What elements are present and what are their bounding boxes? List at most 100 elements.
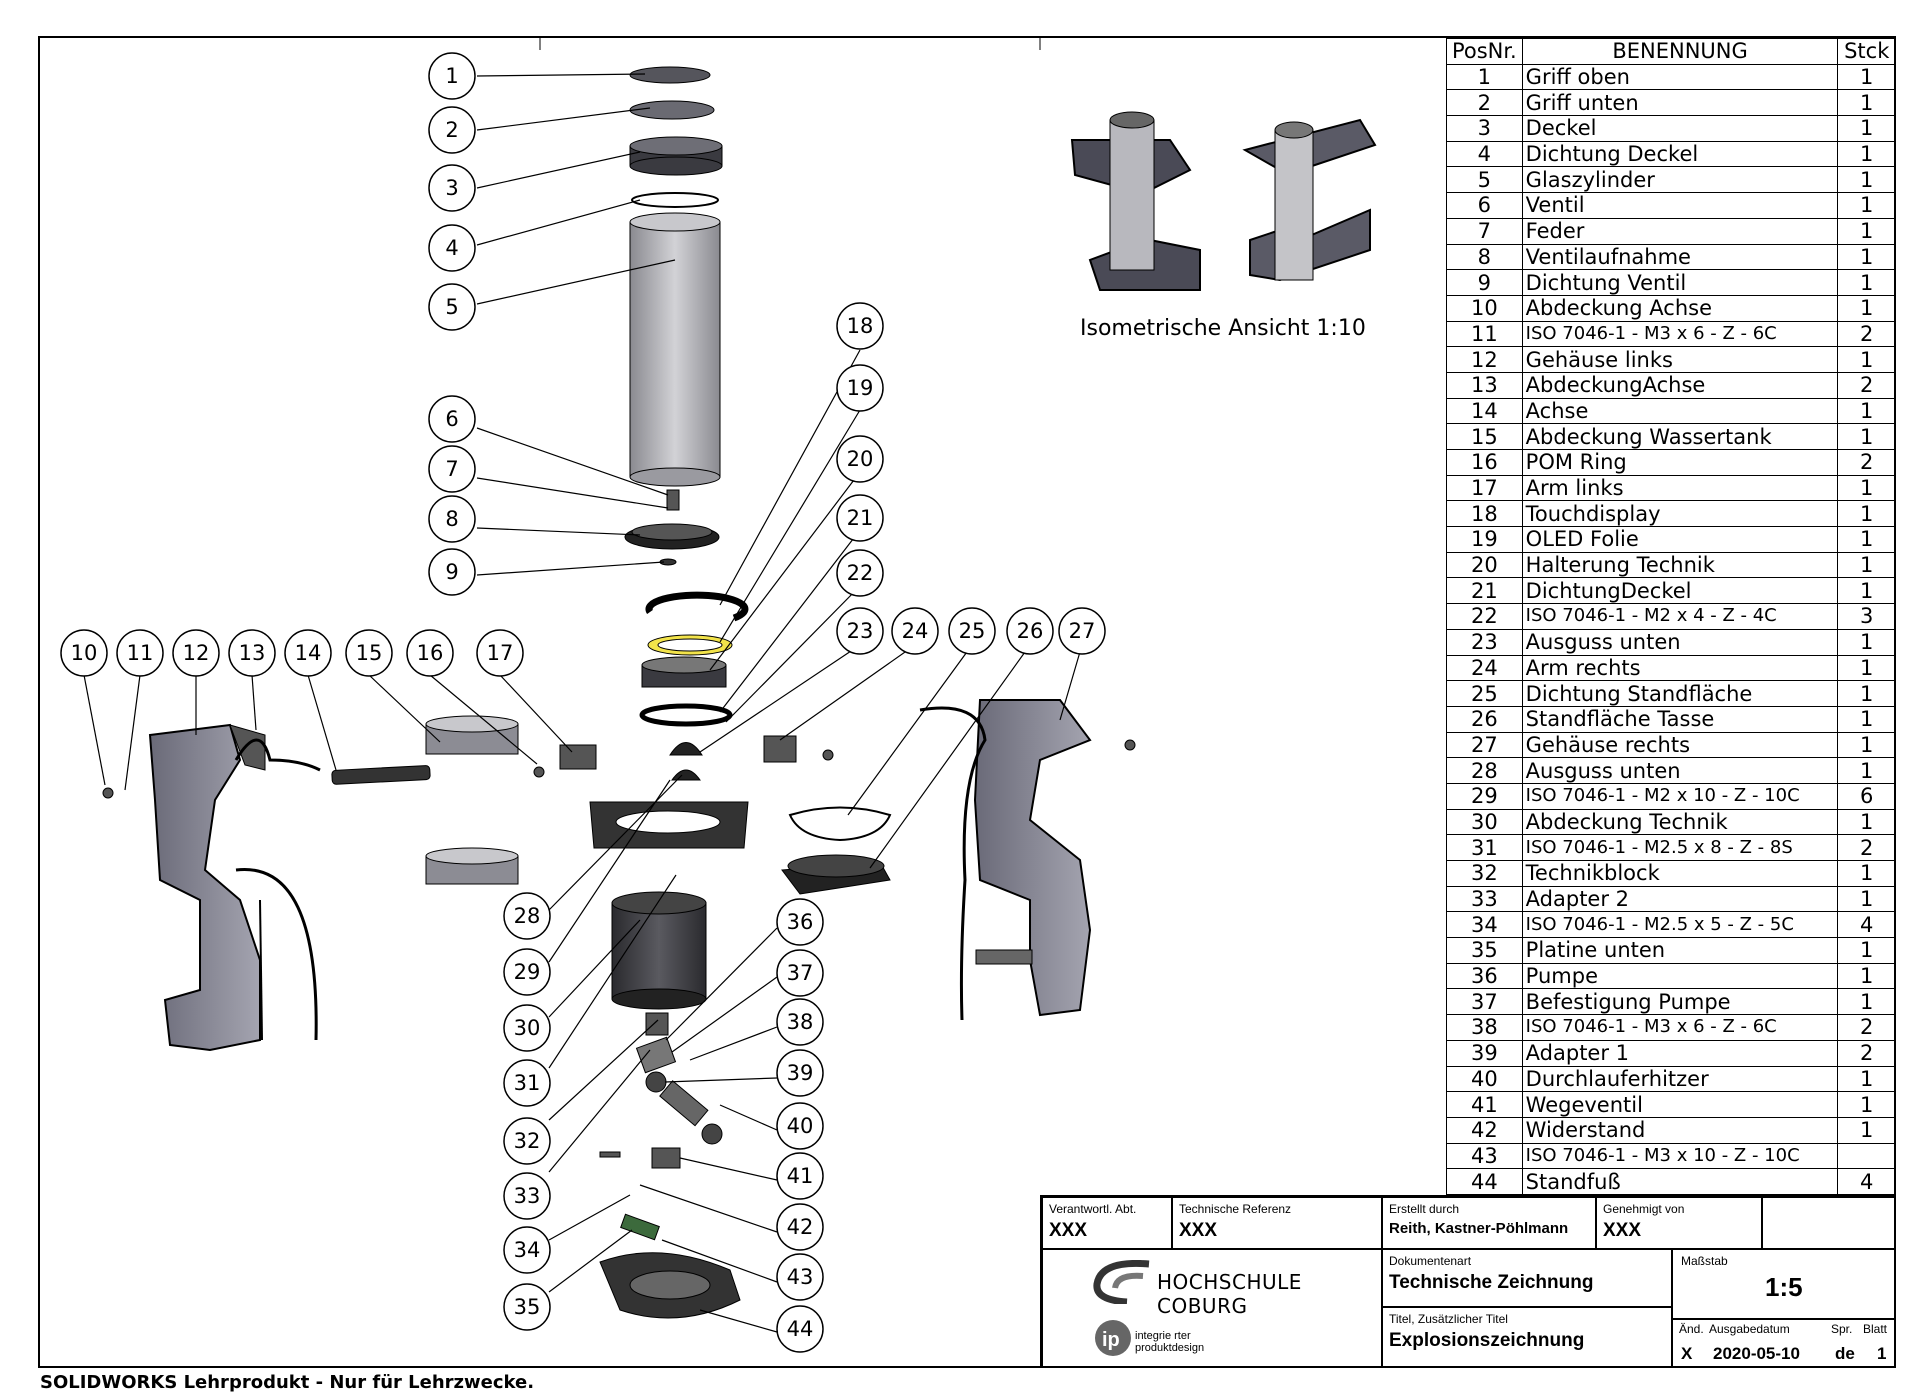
leader-lines — [83, 73, 1083, 1333]
balloon-label: 30 — [513, 1016, 541, 1040]
bom-stck: 2 — [1837, 1014, 1896, 1041]
iso-view-1 — [1070, 111, 1201, 291]
tb-verantw-cell: Verantwortl. Abt. XXX — [1042, 1197, 1172, 1249]
tb-erstellt-value: Reith, Kastner-Pöhlmann — [1389, 1220, 1569, 1237]
bom-posnr: 22 — [1446, 603, 1523, 630]
tb-ausgabe-label: Ausgabedatum — [1709, 1322, 1790, 1336]
tb-erstellt-label: Erstellt durch — [1389, 1202, 1460, 1216]
bom-posnr: 27 — [1446, 731, 1523, 759]
tb-genehmigt-value: XXX — [1603, 1220, 1642, 1241]
bom-benennung: Arm links — [1521, 474, 1839, 502]
bom-stck: 1 — [1837, 1065, 1896, 1093]
bom-posnr: 28 — [1446, 757, 1523, 784]
bom-benennung: Abdeckung Technik — [1521, 808, 1839, 836]
bom-benennung: Gehäuse rechts — [1521, 731, 1839, 759]
part-gehaeuse-rechts — [973, 699, 1092, 1017]
bom-posnr: 24 — [1446, 654, 1523, 682]
bom-posnr: 41 — [1446, 1091, 1523, 1118]
part-arm-links — [559, 744, 597, 770]
part-griff-unten — [629, 100, 715, 120]
part-standflaeche-tasse — [781, 854, 891, 895]
balloon-label: 26 — [1016, 619, 1044, 643]
bom-stck: 1 — [1837, 192, 1896, 219]
balloon-label: 12 — [182, 641, 210, 665]
balloon-label: 11 — [126, 641, 154, 665]
tb-dokart-label: Dokumentenart — [1389, 1254, 1472, 1268]
bom-posnr: 29 — [1446, 782, 1523, 810]
part-oled-folie — [647, 634, 733, 656]
bom-posnr: 21 — [1446, 577, 1523, 605]
bom-benennung: Dichtung Standfläche — [1521, 680, 1839, 707]
balloon-label: 14 — [294, 641, 322, 665]
part-standflaeche — [589, 801, 749, 849]
bom-stck: 4 — [1837, 911, 1896, 939]
bom-posnr: 7 — [1446, 217, 1523, 245]
bom-benennung: ISO 7046-1 - M3 x 6 - Z - 6C — [1521, 1014, 1839, 1041]
bom-posnr: 26 — [1446, 705, 1523, 733]
bom-stck: 2 — [1837, 1039, 1896, 1067]
bom-posnr: 15 — [1446, 423, 1523, 450]
bom-stck: 1 — [1837, 808, 1896, 836]
balloon-label: 33 — [513, 1184, 541, 1208]
balloon-label: 37 — [786, 961, 814, 985]
part-pom-ring-lower — [425, 847, 519, 885]
balloon-label: 39 — [786, 1061, 814, 1085]
part-achse — [331, 765, 431, 785]
part-dichtungdeckel — [639, 703, 733, 727]
balloon-label: 21 — [846, 506, 874, 530]
part-ausguss — [669, 742, 703, 781]
balloon-label: 42 — [786, 1215, 814, 1239]
tb-verantw-value: XXX — [1049, 1220, 1088, 1241]
bom-benennung: Standfläche Tasse — [1521, 705, 1839, 733]
balloon-label: 13 — [238, 641, 266, 665]
part-griff-oben — [629, 66, 711, 84]
hochschule-logo-icon — [1093, 1260, 1150, 1304]
bom-benennung: Abdeckung Wassertank — [1521, 423, 1839, 450]
bom-posnr: 1 — [1446, 63, 1523, 91]
bom-posnr: 6 — [1446, 192, 1523, 219]
balloon-label: 24 — [901, 619, 929, 643]
balloon-label: 7 — [445, 457, 459, 481]
bom-benennung: OLED Folie — [1521, 526, 1839, 553]
bom-posnr: 19 — [1446, 526, 1523, 553]
bom-stck: 6 — [1837, 782, 1896, 810]
bom-posnr: 40 — [1446, 1065, 1523, 1093]
bom-stck: 1 — [1837, 397, 1896, 425]
bom-benennung: Achse — [1521, 397, 1839, 425]
bom-posnr: 33 — [1446, 885, 1523, 913]
bom-posnr: 25 — [1446, 680, 1523, 707]
bom-stck: 1 — [1837, 423, 1896, 450]
balloon-label: 18 — [846, 314, 874, 338]
part-arm-rechts — [763, 735, 797, 763]
bom-header-benennung: BENENNUNG — [1521, 38, 1839, 65]
balloon-label: 34 — [513, 1238, 541, 1262]
bom-header-stck: Stck — [1837, 38, 1896, 65]
bom-stck: 1 — [1837, 654, 1896, 682]
bom-stck: 2 — [1837, 834, 1896, 861]
balloon-label: 27 — [1068, 619, 1096, 643]
bom-posnr: 35 — [1446, 937, 1523, 964]
tb-aend-value: X — [1681, 1344, 1693, 1363]
bom-benennung: Dichtung Deckel — [1521, 140, 1839, 168]
part-touchdisplay — [645, 591, 749, 622]
